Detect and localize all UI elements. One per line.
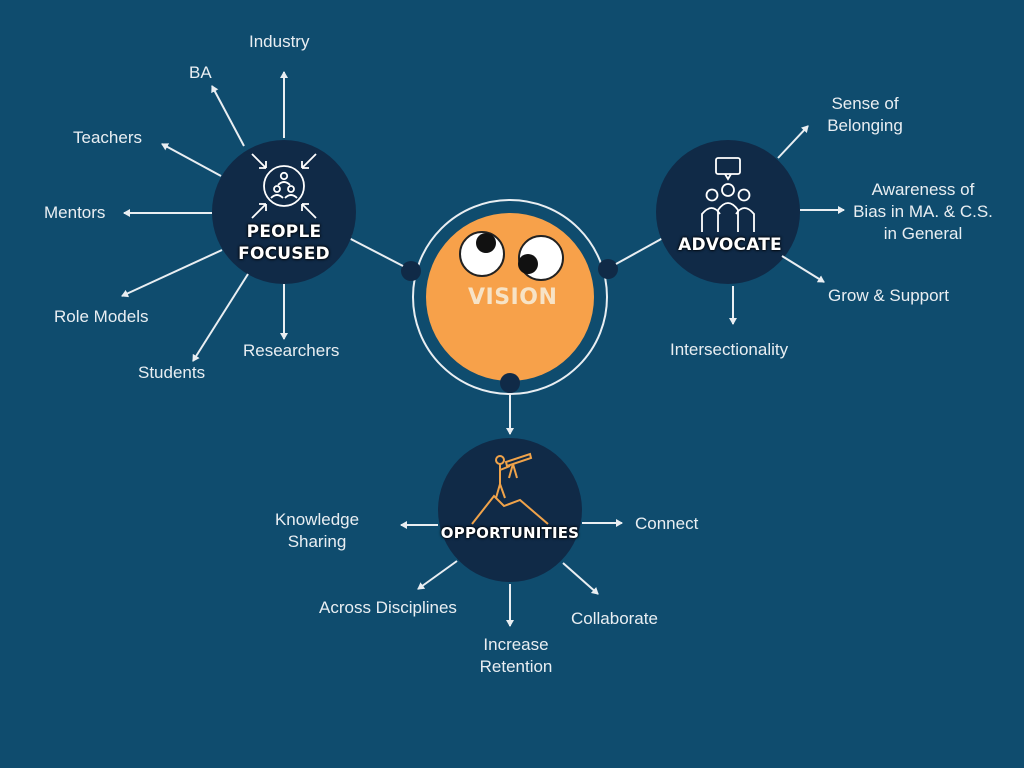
vision-title: VISION (468, 285, 558, 310)
label-grow-and-support: Grow & Support (828, 286, 949, 305)
label-mentors: Mentors (44, 203, 106, 222)
label-across-disciplines: Across Disciplines (319, 598, 457, 617)
advocate-hub (656, 140, 800, 284)
connector-dot-left (401, 261, 421, 281)
advocate-title: ADVOCATE (678, 235, 782, 255)
label-awareness-line1: Awareness of (871, 180, 975, 199)
label-sense-of-belonging: Sense of Belonging (810, 93, 920, 137)
label-students: Students (138, 363, 206, 382)
people-target-icon (251, 153, 317, 219)
connector-dot-right (598, 259, 618, 279)
people-focused-title-line1: PEOPLE (246, 222, 322, 242)
label-connect: Connect (635, 514, 699, 533)
label-awareness-of-bias: Awareness of Bias in MA. & C.S. in Gener… (852, 179, 994, 245)
label-awareness-line2: Bias in MA. & C.S. (853, 202, 993, 221)
label-retention-line2: Retention (479, 657, 553, 676)
label-role-models: Role Models (54, 307, 149, 326)
people-focused-title-line2: FOCUSED (238, 244, 330, 264)
label-sense-of-belonging-line1: Sense of (831, 94, 899, 113)
label-researchers: Researchers (243, 341, 340, 360)
people-focused-title: PEOPLE FOCUSED (224, 221, 344, 265)
label-sense-of-belonging-line2: Belonging (827, 116, 903, 135)
label-collaborate: Collaborate (571, 609, 658, 628)
speaking-group-icon (701, 157, 755, 232)
label-retention-line1: Increase (483, 635, 549, 654)
connector-dot-bottom (500, 373, 520, 393)
link-vision-people (344, 235, 404, 267)
label-increase-retention: Increase Retention (462, 634, 570, 678)
eyes-icon (459, 231, 564, 281)
label-teachers: Teachers (73, 128, 142, 147)
label-industry: Industry (249, 32, 310, 51)
label-knowledge-line2: Sharing (287, 532, 347, 551)
opportunities-spokes (400, 519, 623, 627)
advocate-spokes (729, 125, 845, 325)
label-ba: BA (189, 63, 212, 82)
people-focused-spokes (121, 71, 288, 362)
label-intersectionality: Intersectionality (670, 340, 789, 359)
label-knowledge-line1: Knowledge (274, 510, 360, 529)
opportunities-hub (438, 438, 582, 582)
label-awareness-line3: in General (883, 224, 963, 243)
people-focused-hub (212, 140, 356, 284)
label-knowledge-sharing: Knowledge Sharing (262, 509, 372, 553)
person-with-telescope-icon (471, 452, 549, 525)
opportunities-title: OPPORTUNITIES (440, 524, 580, 542)
